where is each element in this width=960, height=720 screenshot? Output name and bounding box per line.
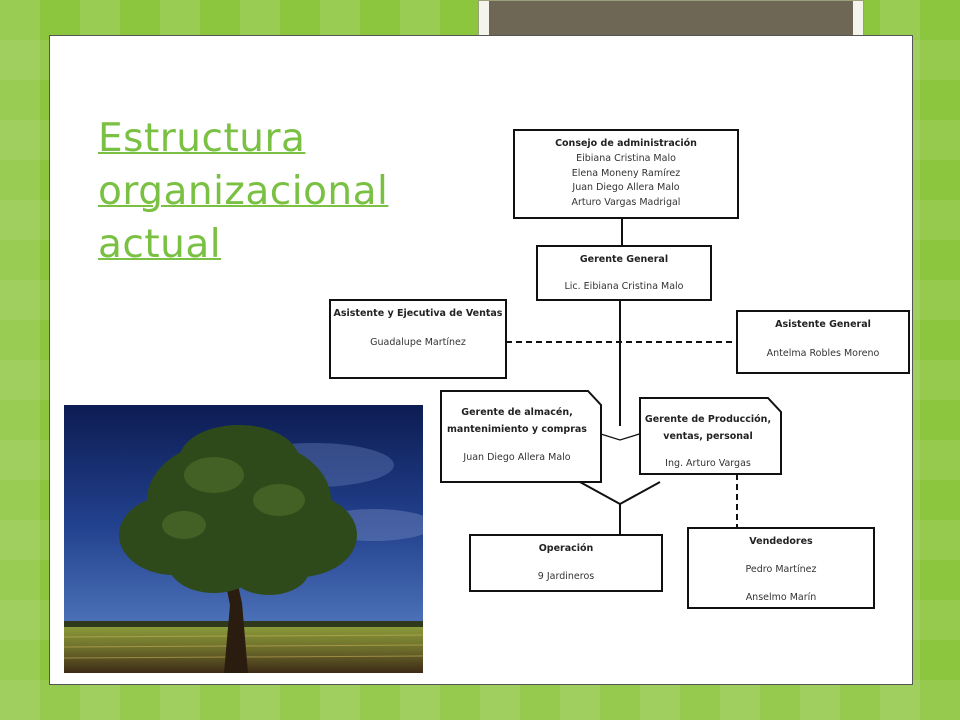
- box-consejo-administracion: Consejo de administración Eibiana Cristi…: [513, 129, 739, 219]
- box-vendedores: Vendedores Pedro Martínez Anselmo Marín: [687, 527, 875, 609]
- vendedores-title: Vendedores: [749, 536, 813, 547]
- consejo-member: Eibiana Cristina Malo: [576, 153, 676, 164]
- consejo-member: Arturo Vargas Madrigal: [572, 197, 681, 208]
- tree-photo: [64, 405, 423, 673]
- operacion-title: Operación: [539, 543, 594, 554]
- asistente-general-name: Antelma Robles Moreno: [767, 348, 880, 359]
- box-gerente-almacen: Gerente de almacén, mantenimiento y comp…: [440, 390, 602, 483]
- box-operacion: Operación 9 Jardineros: [469, 534, 663, 592]
- gerente-produccion-name: Ing. Arturo Vargas: [665, 458, 751, 469]
- gerente-general-title: Gerente General: [580, 254, 668, 265]
- vendedor-name: Anselmo Marín: [746, 592, 817, 603]
- gerente-produccion-title: ventas, personal: [663, 431, 752, 442]
- slide-title[interactable]: Estructura organizacional actual: [98, 116, 389, 267]
- consejo-member: Elena Moneny Ramírez: [572, 168, 681, 179]
- consejo-title: Consejo de administración: [555, 138, 697, 149]
- tree-trunk: [222, 565, 248, 673]
- operacion-name: 9 Jardineros: [538, 571, 594, 582]
- gerente-produccion-title: Gerente de Producción,: [645, 414, 771, 425]
- vendedor-name: Pedro Martínez: [746, 564, 817, 575]
- consejo-member: Juan Diego Allera Malo: [571, 182, 679, 193]
- gerente-almacen-title: mantenimiento y compras: [447, 424, 587, 435]
- asistente-ventas-name: Guadalupe Martínez: [370, 337, 466, 348]
- box-gerente-produccion: Gerente de Producción, ventas, personal …: [639, 397, 782, 475]
- box-gerente-general: Gerente General Lic. Eibiana Cristina Ma…: [536, 245, 712, 301]
- asistente-general-title: Asistente General: [775, 319, 871, 330]
- gerente-almacen-name: Juan Diego Allera Malo: [462, 452, 570, 463]
- gerente-almacen-title: Gerente de almacén,: [461, 407, 572, 418]
- box-asistente-ventas: Asistente y Ejecutiva de Ventas Guadalup…: [329, 299, 507, 379]
- tree-highlights: [162, 457, 305, 539]
- box-asistente-general: Asistente General Antelma Robles Moreno: [736, 310, 910, 374]
- gerente-general-name: Lic. Eibiana Cristina Malo: [564, 281, 683, 292]
- asistente-ventas-title: Asistente y Ejecutiva de Ventas: [334, 308, 503, 319]
